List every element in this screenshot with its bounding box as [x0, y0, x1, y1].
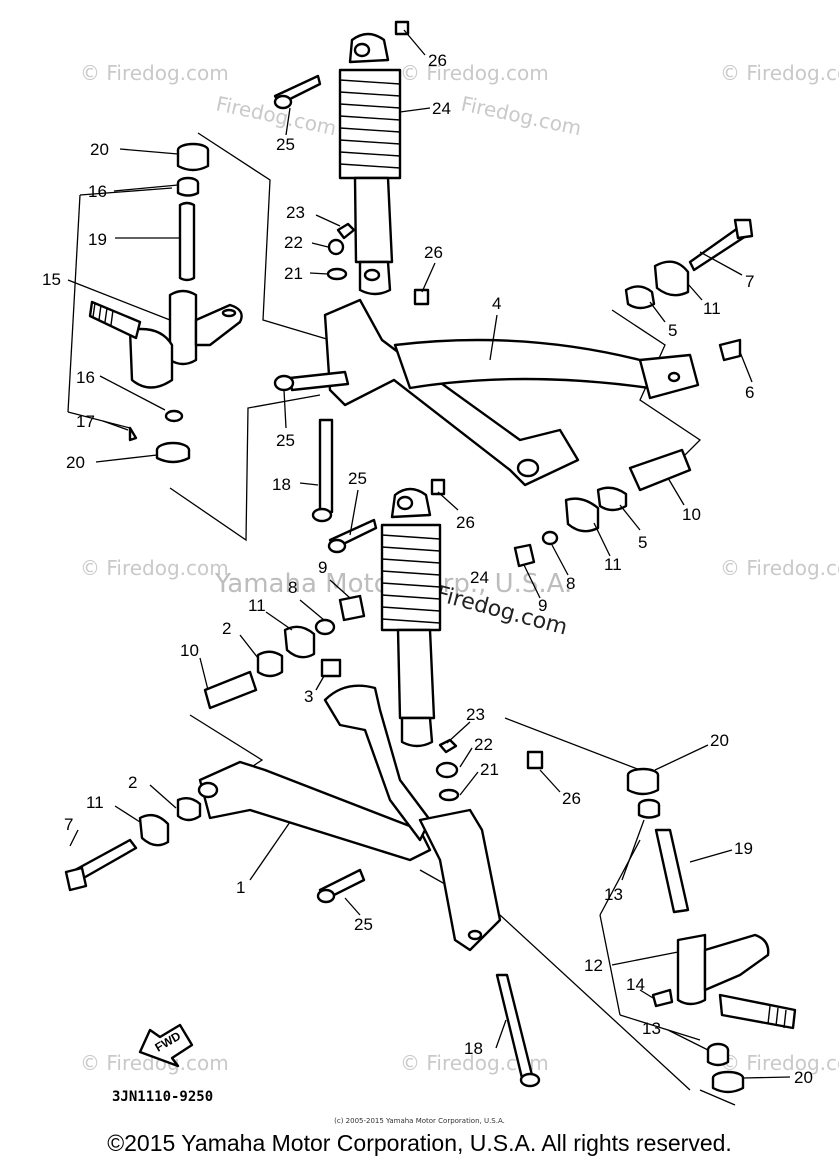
callout-3: 3 — [304, 687, 313, 706]
callout-19: 19 — [734, 839, 753, 858]
callout-21: 21 — [480, 760, 499, 779]
watermark: © Firedog.com — [720, 61, 839, 85]
callout-4: 4 — [492, 294, 501, 313]
callout-25: 25 — [276, 431, 295, 450]
watermark: © Firedog.com — [400, 61, 549, 85]
callout-6: 6 — [745, 383, 754, 402]
callout-18: 18 — [464, 1039, 483, 1058]
small-copyright: (c) 2005-2015 Yamaha Motor Corporation, … — [334, 1117, 505, 1125]
callout-5: 5 — [668, 321, 677, 340]
callout-labels: 20 16 19 15 16 17 20 26 25 24 23 22 21 2… — [42, 51, 813, 1087]
callout-21: 21 — [284, 264, 303, 283]
watermark: © Firedog.com — [80, 556, 229, 580]
callout-10: 10 — [180, 641, 199, 660]
shock-absorber-lower — [314, 478, 628, 802]
watermark: © Firedog.com — [80, 61, 229, 85]
callout-14: 14 — [626, 975, 645, 994]
watermark: © Firedog.com — [720, 1051, 839, 1075]
callout-11: 11 — [604, 555, 622, 574]
shock-absorber-upper — [273, 20, 430, 306]
callout-2: 2 — [128, 773, 137, 792]
callout-13: 13 — [642, 1019, 661, 1038]
callout-23: 23 — [466, 705, 485, 724]
copyright-footer: ©2015 Yamaha Motor Corporation, U.S.A. A… — [107, 1130, 732, 1156]
callout-5: 5 — [638, 533, 647, 552]
callout-19: 19 — [88, 230, 107, 249]
callout-26: 26 — [562, 789, 581, 808]
callout-20: 20 — [66, 453, 85, 472]
callout-17: 17 — [76, 412, 95, 431]
part-code: 3JN1110-9250 — [112, 1089, 213, 1105]
callout-11: 11 — [86, 793, 104, 812]
steering-knuckle-left — [88, 142, 243, 464]
watermark: © Firedog.com — [720, 556, 839, 580]
callout-12: 12 — [584, 956, 603, 975]
forward-direction-arrow: FWD — [138, 1023, 194, 1068]
callout-25: 25 — [354, 915, 373, 934]
callout-7: 7 — [64, 815, 73, 834]
callout-22: 22 — [474, 735, 493, 754]
lower-a-arm — [64, 625, 541, 1088]
callout-25: 25 — [348, 469, 367, 488]
leader-lines — [67, 29, 791, 1079]
watermark: Firedog.com — [459, 91, 584, 140]
callout-18: 18 — [272, 475, 291, 494]
callout-16: 16 — [88, 182, 107, 201]
callout-26: 26 — [456, 513, 475, 532]
callout-24: 24 — [432, 99, 451, 118]
callout-2: 2 — [222, 619, 231, 638]
callout-26: 26 — [428, 51, 447, 70]
callout-22: 22 — [284, 233, 303, 252]
callout-15: 15 — [42, 270, 61, 289]
callout-9: 9 — [318, 558, 327, 577]
callout-11: 11 — [248, 596, 266, 615]
callout-24: 24 — [470, 568, 489, 587]
callout-25: 25 — [276, 135, 295, 154]
steering-knuckle-right — [626, 767, 797, 1094]
upper-a-arm — [273, 218, 754, 523]
callout-9: 9 — [538, 596, 547, 615]
callout-8: 8 — [566, 574, 575, 593]
callout-20: 20 — [90, 140, 109, 159]
callout-1: 1 — [236, 878, 245, 897]
callout-13: 13 — [604, 885, 623, 904]
callout-7: 7 — [745, 272, 754, 291]
callout-8: 8 — [288, 578, 297, 597]
callout-23: 23 — [286, 203, 305, 222]
callout-16: 16 — [76, 368, 95, 387]
callout-11: 11 — [703, 299, 721, 318]
callout-10: 10 — [682, 505, 701, 524]
callout-20: 20 — [794, 1068, 813, 1087]
callout-26: 26 — [424, 243, 443, 262]
callout-20: 20 — [710, 731, 729, 750]
